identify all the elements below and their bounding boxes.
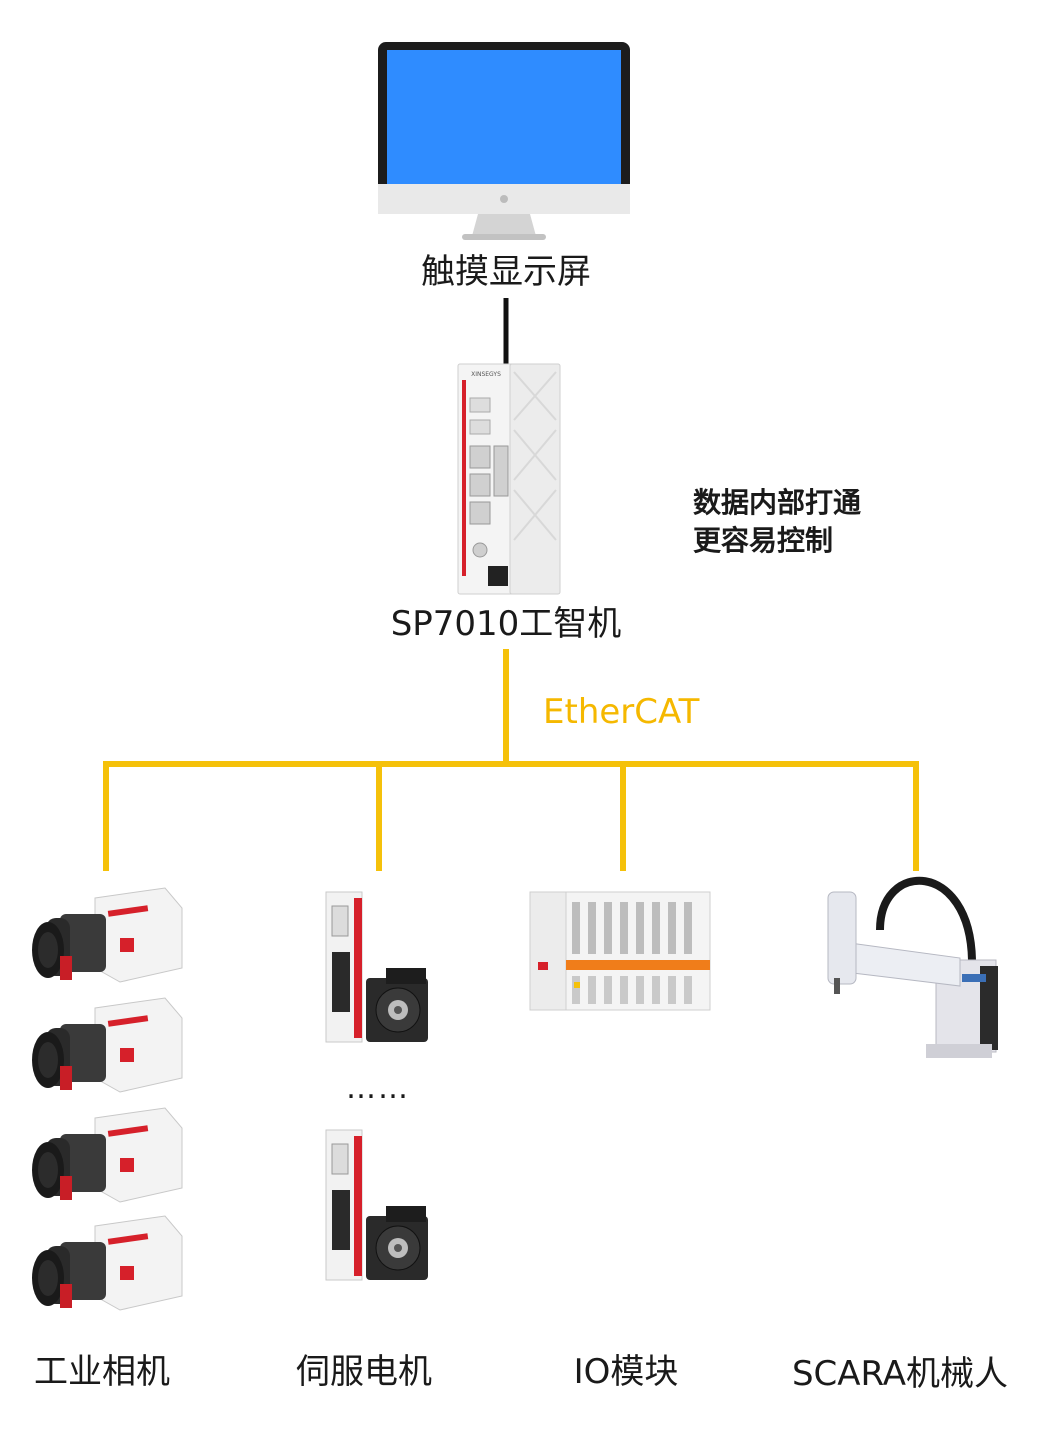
ethercat-label: EtherCAT bbox=[543, 692, 700, 732]
scara-label: SCARA机械人 bbox=[791, 1354, 1009, 1394]
scara-robot-icon bbox=[827, 876, 998, 1058]
camera-label: 工业相机 bbox=[34, 1352, 170, 1392]
servo-drive-icon bbox=[325, 1129, 429, 1281]
servo-label: 伺服电机 bbox=[296, 1352, 432, 1392]
servo-ellipsis: …… bbox=[346, 1071, 410, 1106]
io-module-icon bbox=[529, 891, 711, 1011]
camera-icon bbox=[31, 1107, 183, 1203]
camera-icon bbox=[31, 887, 183, 983]
note-line-1: 数据内部打通 bbox=[693, 486, 862, 519]
controller-brand: XINSEGYS bbox=[471, 371, 501, 378]
ethercat-bus bbox=[103, 649, 919, 871]
monitor-icon bbox=[378, 42, 630, 240]
servo-drive-icon bbox=[325, 891, 429, 1043]
io-label: IO模块 bbox=[573, 1352, 679, 1392]
controller-label: SP7010工智机 bbox=[390, 604, 622, 644]
display-label: 触摸显示屏 bbox=[421, 252, 591, 292]
camera-icon bbox=[31, 997, 183, 1093]
controller-icon bbox=[457, 363, 561, 595]
camera-icon bbox=[31, 1215, 183, 1311]
note-line-2: 更容易控制 bbox=[693, 524, 834, 557]
